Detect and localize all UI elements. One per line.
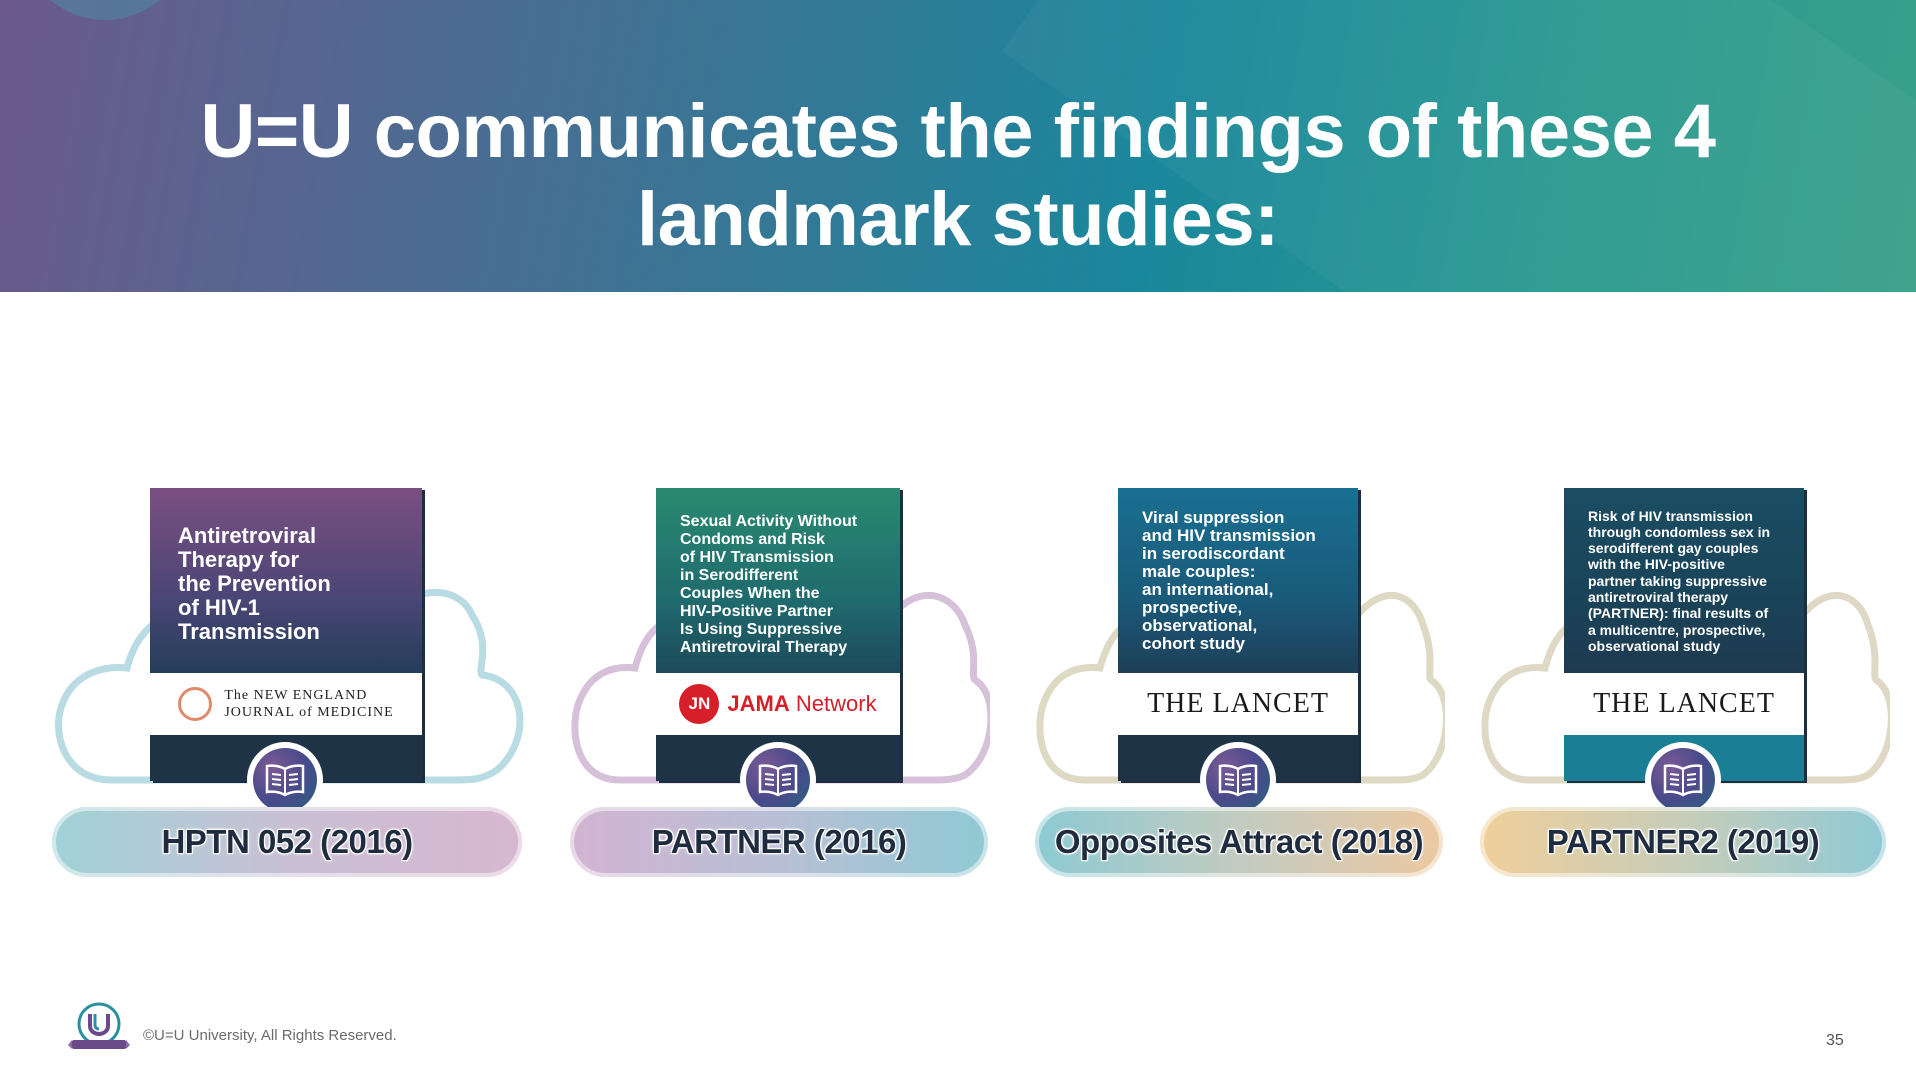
jama-network-mark-icon: JN	[679, 684, 720, 724]
slide-title-line-2: landmark studies:	[637, 177, 1279, 262]
study-label-pill: Opposites Attract (2018)	[1035, 807, 1443, 877]
book-title-line: Couples When the	[680, 585, 820, 602]
book-title-line: observational,	[1142, 616, 1258, 635]
book-cover: Antiretroviral Therapy for the Preventio…	[150, 488, 422, 781]
study-card-partner: Sexual Activity Without Condoms and Risk…	[570, 480, 1050, 900]
decorative-circle	[20, 0, 190, 20]
book-badge	[1645, 742, 1721, 818]
study-label-pill: PARTNER (2016)	[570, 807, 988, 877]
slide-title: U=U communicates the findings of these 4…	[0, 88, 1916, 264]
book-badge	[247, 742, 323, 818]
journal-band: JN JAMA Network	[656, 673, 900, 735]
book-title-line: in serodiscordant	[1142, 544, 1285, 563]
journal-band: THE LANCET	[1118, 673, 1358, 735]
book-title-line: HIV-Positive Partner	[680, 603, 833, 620]
journal-band: The NEW ENGLAND JOURNAL of MEDICINE	[150, 673, 422, 735]
book-icon	[265, 764, 305, 797]
book-icon	[758, 764, 798, 797]
journal-name-line: JOURNAL of MEDICINE	[224, 705, 394, 720]
study-label: Opposites Attract (2018)	[1054, 823, 1424, 860]
study-card-opposites-attract: Viral suppression and HIV transmission i…	[1035, 480, 1515, 900]
lancet-logo: THE LANCET	[1147, 688, 1329, 719]
uu-university-logo	[68, 1002, 130, 1049]
book-cover-title: Antiretroviral Therapy for the Preventio…	[150, 488, 422, 673]
book-title-line: antiretroviral therapy	[1588, 589, 1729, 605]
book-title-line: partner taking suppressive	[1588, 573, 1767, 589]
jama-network-logo: JN JAMA Network	[679, 684, 877, 724]
nejm-seal-icon	[178, 687, 213, 721]
study-label: PARTNER2 (2019)	[1546, 823, 1820, 860]
book-title-line: and HIV transmission	[1142, 526, 1316, 545]
book-title-line: Risk of HIV transmission	[1588, 508, 1753, 524]
cloud-outline	[1036, 591, 1445, 784]
book-icon	[1218, 764, 1258, 797]
study-label: HPTN 052 (2016)	[161, 823, 413, 860]
journal-band: THE LANCET	[1564, 673, 1804, 735]
book-badge	[740, 742, 816, 818]
study-label: PARTNER (2016)	[651, 823, 907, 860]
cloud-outline	[55, 588, 524, 784]
book-title-line: (PARTNER): final results of	[1588, 605, 1769, 621]
book-title-line: of HIV-1	[178, 595, 260, 620]
book-cover: Viral suppression and HIV transmission i…	[1118, 488, 1358, 781]
journal-name-bold: JAMA	[727, 691, 790, 716]
slide-title-line-1: U=U communicates the findings of these 4	[200, 89, 1716, 174]
study-card-partner2: Risk of HIV transmission through condoml…	[1480, 480, 1916, 900]
cloud-outline	[571, 591, 990, 784]
study-label-pill: HPTN 052 (2016)	[52, 807, 522, 877]
book-title-line: Viral suppression	[1142, 508, 1285, 527]
book-badge	[1200, 742, 1276, 818]
book-title-line: Is Using Suppressive	[680, 621, 842, 638]
study-label-pill: PARTNER2 (2019)	[1480, 807, 1886, 877]
book-title-line: Transmission	[178, 619, 320, 644]
journal-name-line: The NEW ENGLAND	[224, 688, 368, 703]
book-title-line: through condomless sex in	[1588, 524, 1771, 540]
book-title-line: of HIV Transmission	[680, 549, 834, 566]
book-cover-title: Sexual Activity Without Condoms and Risk…	[656, 488, 900, 673]
cloud-outline	[1481, 591, 1890, 784]
book-title-line: serodifferent gay couples	[1588, 540, 1759, 556]
book-title-line: a multicentre, prospective,	[1588, 622, 1766, 638]
nejm-logo: The NEW ENGLAND JOURNAL of MEDICINE	[178, 687, 393, 721]
book-title-line: with the HIV-positive	[1588, 556, 1725, 572]
book-title-line: cohort study	[1142, 634, 1245, 653]
study-card-hptn052: Antiretroviral Therapy for the Preventio…	[52, 480, 532, 900]
book-icon	[1663, 764, 1703, 797]
copyright-text: ©U=U University, All Rights Reserved.	[143, 1027, 397, 1044]
title-banner: U=U communicates the findings of these 4…	[0, 0, 1916, 292]
book-title-line: an international,	[1142, 580, 1274, 599]
book-title-line: in Serodifferent	[680, 567, 799, 584]
book-title-line: observational study	[1588, 638, 1721, 654]
book-title-line: Antiretroviral	[178, 523, 317, 548]
book-title-line: Sexual Activity Without	[680, 513, 858, 530]
lancet-logo: THE LANCET	[1593, 688, 1775, 719]
book-title-line: Condoms and Risk	[680, 531, 825, 548]
book-title-line: male couples:	[1142, 562, 1256, 581]
journal-name-rest: Network	[789, 691, 877, 716]
page-number: 35	[1826, 1032, 1844, 1049]
book-cover: Sexual Activity Without Condoms and Risk…	[656, 488, 900, 781]
book-cover: Risk of HIV transmission through condoml…	[1564, 488, 1804, 781]
book-cover-title: Viral suppression and HIV transmission i…	[1118, 488, 1358, 673]
book-title-line: prospective,	[1142, 598, 1243, 617]
book-cover-title: Risk of HIV transmission through condoml…	[1564, 488, 1804, 673]
book-title-line: Antiretroviral Therapy	[680, 639, 848, 656]
book-title-line: the Prevention	[178, 571, 331, 596]
book-title-line: Therapy for	[178, 547, 300, 572]
